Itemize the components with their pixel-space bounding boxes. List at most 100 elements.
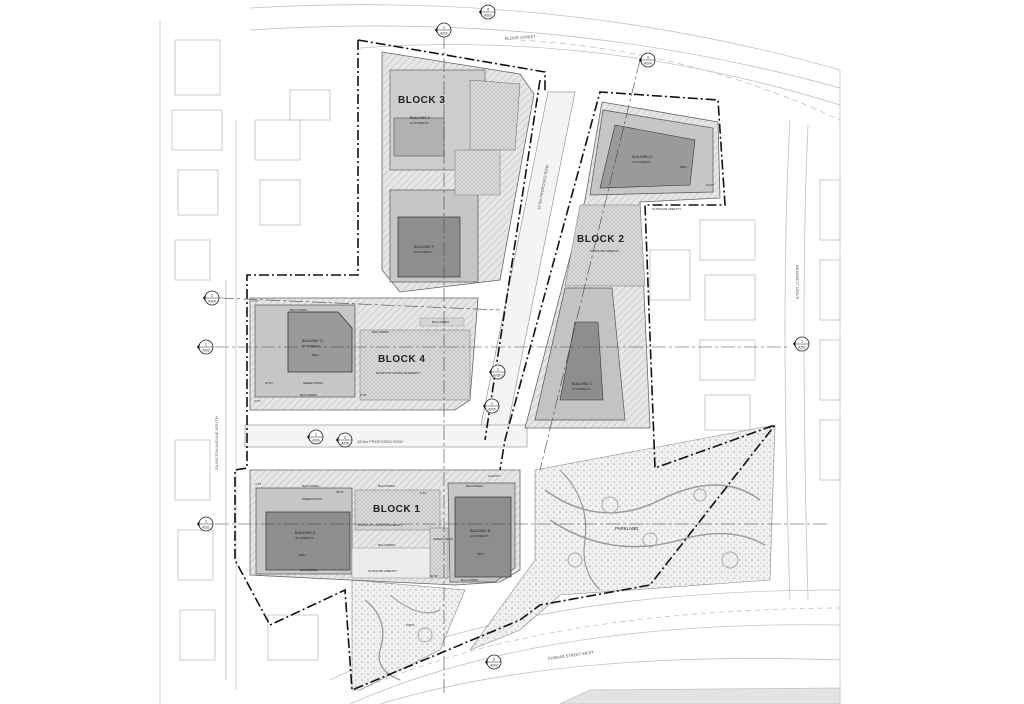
section-marker-sheet: A203 xyxy=(202,349,210,353)
building-e-name: BUILDING E xyxy=(410,116,431,120)
building-f-storeys: 25 STOREYS xyxy=(414,250,432,254)
islington-avenue-label: ISLINGTON AVENUE SOUTH xyxy=(214,416,219,470)
storey-label: 4 ST xyxy=(254,399,261,403)
building-a-mph: MPH xyxy=(299,553,306,557)
context-building xyxy=(819,259,841,321)
section-marker-sheet: A205-2 xyxy=(493,374,504,378)
section-marker-number: 1 xyxy=(443,25,446,30)
dundas-centreline xyxy=(359,607,841,691)
section-marker-number: 1 xyxy=(491,401,494,406)
section-marker-sheet: A201 xyxy=(202,526,210,530)
building-f-name: BUILDING F xyxy=(414,245,435,249)
balconies-label: BALCONIES xyxy=(372,330,389,334)
section-marker-sheet: A202 xyxy=(440,32,448,36)
section-marker-number: 1 xyxy=(315,432,318,437)
proposed-row-label: 18.5m PROPOSED ROW xyxy=(357,439,403,444)
context-building xyxy=(819,339,841,401)
balconies-label: BALCONIES xyxy=(302,484,319,488)
context-building xyxy=(819,419,841,481)
rooftop-amenity-label: ROOFTOP OUTDOOR AMENITY xyxy=(358,523,403,527)
bloor-street-edge xyxy=(359,44,841,106)
section-marker-number: 3 xyxy=(487,7,490,12)
balconies-label: BALCONIES xyxy=(300,393,317,397)
block-2-label: BLOCK 2 xyxy=(577,234,624,245)
bearsett-edge xyxy=(803,124,809,601)
canopy-label: CANOPY xyxy=(488,474,501,478)
section-marker-sheet: A206 xyxy=(312,439,320,443)
parking-area xyxy=(559,687,841,704)
block-1-label: BLOCK 1 xyxy=(373,504,420,515)
dundas-street-edge xyxy=(349,624,841,704)
reference-lines xyxy=(215,35,830,695)
green-roof-label: GREEN ROOF xyxy=(433,537,453,541)
bloor-street-edge xyxy=(249,4,841,71)
section-marker-sheet: A204 xyxy=(208,300,216,304)
bloor-street-label: BLOOR STREET xyxy=(505,34,537,41)
context-building xyxy=(254,119,301,161)
context-layer xyxy=(159,4,841,704)
context-building xyxy=(174,39,221,96)
pops-label: POPS xyxy=(406,623,414,627)
section-marker-number: 1 xyxy=(647,55,650,60)
context-building xyxy=(174,439,211,501)
context-building xyxy=(704,274,756,321)
building-a-storeys: 45 STOREYS xyxy=(295,536,313,540)
building-c-name: BUILDING C xyxy=(572,382,593,386)
storey-label: 40 ST xyxy=(336,490,344,494)
rooftop-amenity-label: ROOFTOP OUTDOOR AMENITY xyxy=(376,371,421,375)
green-roof-label: GREEN ROOF xyxy=(302,497,322,501)
building-d-name: BUILDING D xyxy=(632,155,653,159)
building-g-storeys: 39 STOREYS xyxy=(302,344,320,348)
context-building xyxy=(819,179,841,241)
block-3 xyxy=(381,51,535,293)
parkland-label: PARKLAND xyxy=(615,526,638,531)
context-building xyxy=(289,89,331,121)
balconies-label: BALCONIES xyxy=(461,578,478,582)
building-b-name: BUILDING B xyxy=(470,529,491,533)
building-c-storeys: 30 STOREYS xyxy=(572,387,590,391)
bloor-street-edge xyxy=(249,25,841,89)
section-marker-number: 1 xyxy=(211,293,214,298)
building-a-name: BUILDING A xyxy=(295,531,316,535)
storey-label: 6 ST xyxy=(360,393,367,397)
balconies-label: BALCONIES xyxy=(300,568,317,572)
bearsett-edge xyxy=(784,119,791,601)
block-3-label: BLOCK 3 xyxy=(398,95,445,106)
context-building xyxy=(259,179,301,226)
building-d-mph: MPH xyxy=(680,165,687,169)
section-markers: 3A2021A2021A2041A2041A2031A2021A205-21A2… xyxy=(197,4,810,670)
storey-label: 10 ST xyxy=(706,183,714,187)
section-marker-number: 1 xyxy=(801,339,804,344)
balconies-label: BALCONIES xyxy=(466,484,483,488)
section-marker-sheet: A202 xyxy=(490,664,498,668)
section-marker-sheet: A204 xyxy=(644,62,652,66)
dundas-street-label: DUNDAS STREET WEST xyxy=(547,650,594,661)
storey-label: 3 ST xyxy=(255,482,262,486)
block-2 xyxy=(524,101,721,429)
storey-label: 20 ST xyxy=(265,381,273,385)
building-g-name: BUILDING G xyxy=(302,339,323,343)
section-marker-sheet: A202 xyxy=(798,346,806,350)
context-building xyxy=(699,339,756,381)
section-marker-sheet: A206 xyxy=(341,442,349,446)
context-building xyxy=(174,239,211,281)
block-1 xyxy=(249,469,521,586)
storey-label: 40 ST xyxy=(430,574,438,578)
balconies-label: BALCONIES xyxy=(378,484,395,488)
section-marker-number: 1 xyxy=(497,367,500,372)
block-4-label: BLOCK 4 xyxy=(378,354,425,365)
outdoor-amenity-label: OUTDOOR AMENITY xyxy=(368,569,397,573)
context-building xyxy=(171,109,223,151)
dundas-street-edge xyxy=(379,658,841,704)
